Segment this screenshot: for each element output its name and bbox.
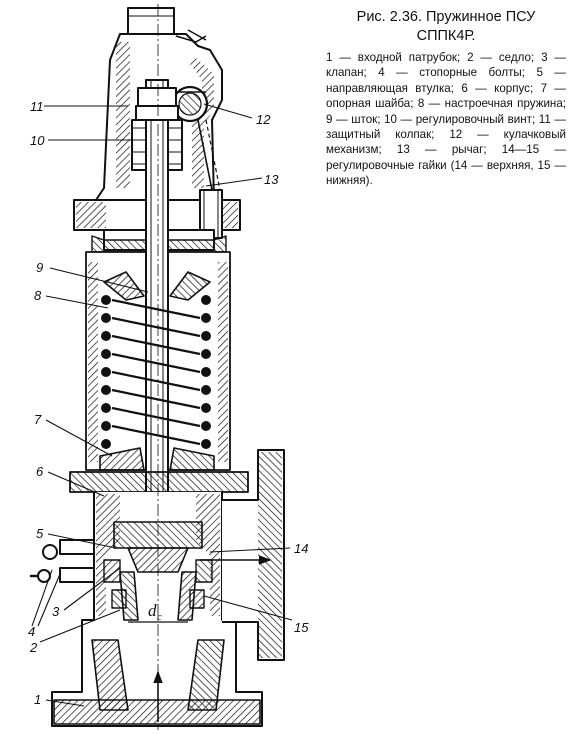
spring-coil-sections bbox=[101, 295, 211, 449]
label-12: 12 bbox=[256, 112, 271, 127]
caption-legend: 1 — входной патрубок; 2 — седло; 3 — кла… bbox=[326, 51, 566, 188]
label-15: 15 bbox=[294, 620, 309, 635]
label-5: 5 bbox=[36, 526, 44, 541]
label-10: 10 bbox=[30, 133, 45, 148]
setting-spring bbox=[111, 298, 201, 446]
label-7: 7 bbox=[34, 412, 42, 427]
leader-lines bbox=[31, 103, 293, 707]
valve-body bbox=[51, 449, 285, 727]
label-4: 4 bbox=[28, 624, 35, 639]
label-1: 1 bbox=[34, 692, 41, 707]
label-9: 9 bbox=[36, 260, 43, 275]
locking-bolts bbox=[30, 539, 95, 583]
label-13: 13 bbox=[264, 172, 279, 187]
label-14: 14 bbox=[294, 541, 308, 556]
label-3: 3 bbox=[52, 604, 60, 619]
support-washer bbox=[99, 447, 215, 471]
label-2: 2 bbox=[29, 640, 38, 655]
label-11: 11 bbox=[30, 99, 44, 114]
cam-mechanism bbox=[171, 85, 209, 123]
caption-title-line1: Рис. 2.36. Пружинное ПСУ bbox=[356, 9, 536, 25]
caption-title-line2: СППК4Р. bbox=[416, 28, 476, 44]
label-8: 8 bbox=[34, 288, 42, 303]
figure-caption: Рис. 2.36. Пружинное ПСУ СППК4Р. 1 — вхо… bbox=[326, 8, 566, 189]
label-6: 6 bbox=[36, 464, 44, 479]
adjusting-nuts bbox=[103, 559, 213, 609]
seat-diameter-subscript: c bbox=[157, 611, 162, 623]
seat-diameter-symbol: d bbox=[148, 601, 157, 620]
part-labels: 11 10 12 13 9 8 7 6 5 3 4 2 1 14 15 d c bbox=[28, 99, 309, 707]
